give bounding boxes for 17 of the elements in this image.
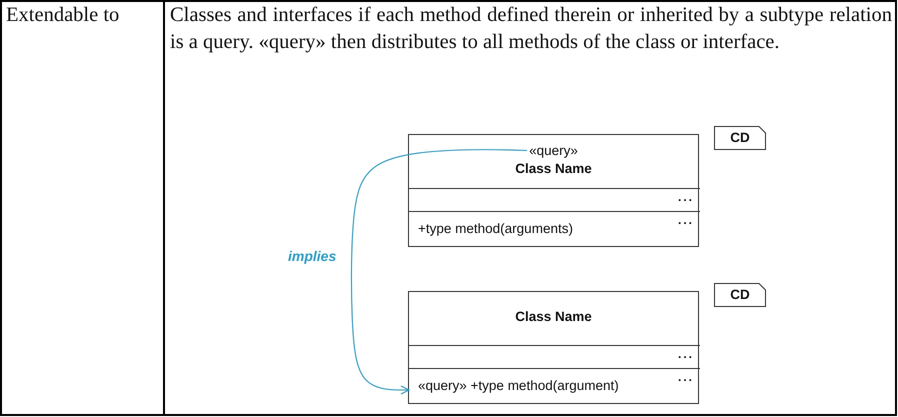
- diagram-frame-tag: [714, 283, 766, 307]
- class-box: [408, 134, 699, 247]
- row-header-text: Extendable to: [6, 3, 120, 28]
- ellipsis-text: ...: [678, 213, 694, 227]
- ellipsis-text: ...: [678, 347, 694, 361]
- stereotype-text: «query»: [529, 143, 578, 158]
- method-text: +type method(arguments): [418, 221, 573, 236]
- class-name: Class Name: [515, 161, 592, 176]
- ellipsis-text: ...: [678, 370, 694, 384]
- ellipsis-text: ...: [678, 190, 694, 204]
- implication-arrow: [350, 149, 528, 395]
- description-text: Classes and interfaces if each method defined therein or inherited by a subtype relation is a query. «query» then distributes to all methods of the class or interface.: [170, 3, 892, 55]
- diagram-frame-tag: [714, 126, 766, 150]
- method-text: «query» +type method(argument): [418, 378, 619, 393]
- class-name: Class Name: [515, 309, 592, 324]
- edge-label: implies: [287, 248, 338, 264]
- class-box: [408, 291, 699, 404]
